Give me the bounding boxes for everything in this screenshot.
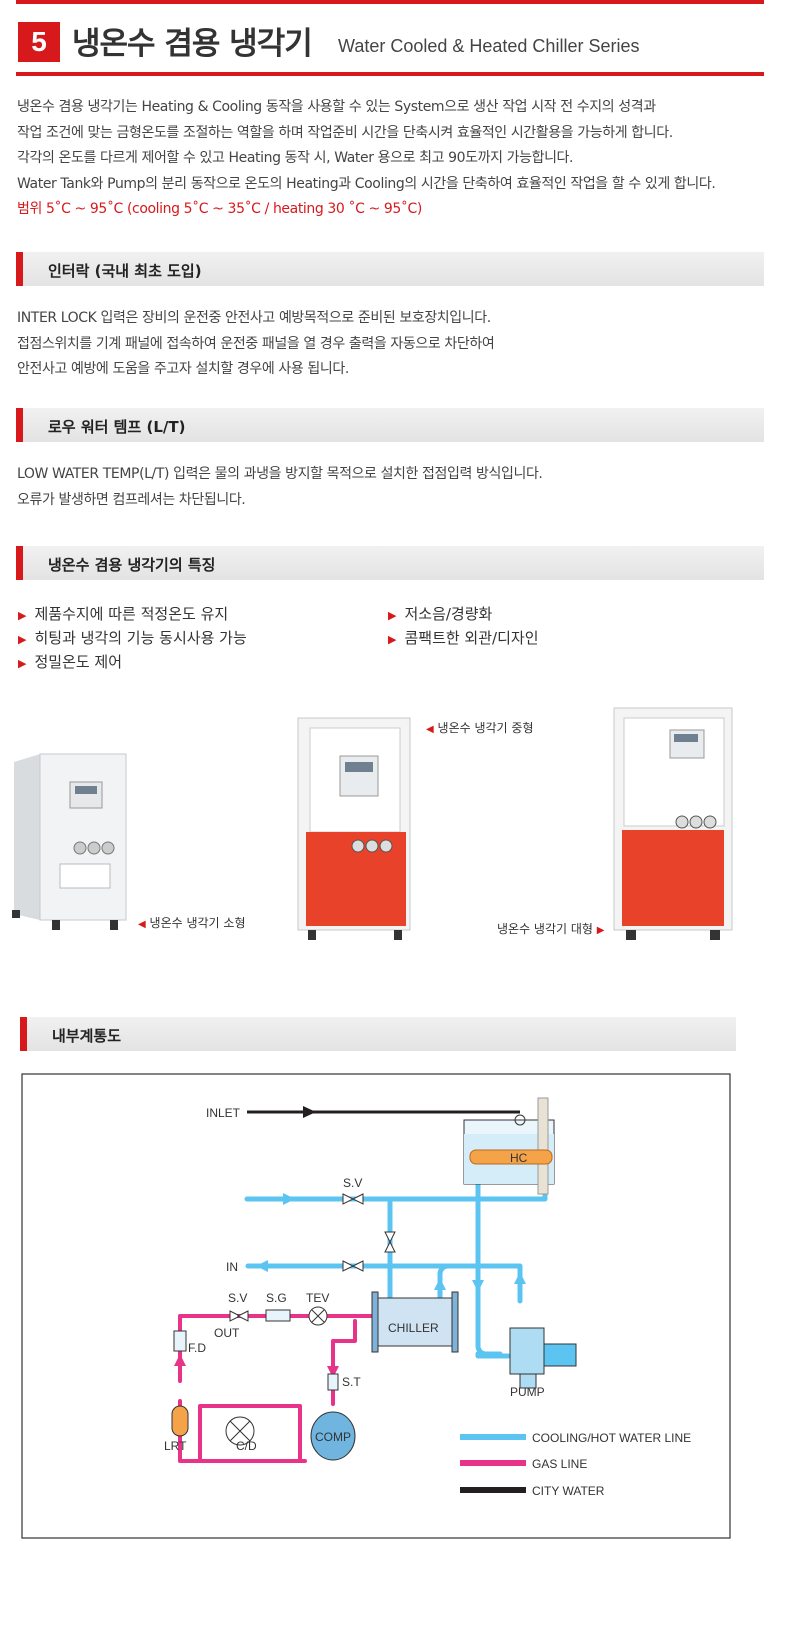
arrow-left-icon: ◀ <box>138 919 146 930</box>
feature-item: ▶ 제품수지에 따른 적정온도 유지 <box>18 603 228 624</box>
arrow-left-icon: ◀ <box>426 724 434 735</box>
page-title: 냉온수 겸용 냉각기 <box>72 26 313 62</box>
header-bottom-rule <box>16 72 764 76</box>
bullet-triangle-icon: ▶ <box>388 633 397 646</box>
label-comp: COMP <box>315 1430 351 1444</box>
label-lrt: LRT <box>164 1439 187 1453</box>
intro-line: Water Tank와 Pump의 분리 동작으로 온도의 Heating과 C… <box>17 175 716 192</box>
legend-label: GAS LINE <box>532 1457 587 1471</box>
low-water-line: 오류가 발생하면 컴프레셔는 차단됩니다. <box>17 491 246 508</box>
section-title: 냉온수 겸용 냉각기의 특징 <box>48 556 216 574</box>
low-water-line: LOW WATER TEMP(L/T) 입력은 물의 과냉을 방지할 목적으로 … <box>17 466 543 482</box>
interlock-line: 접점스위치를 기계 패널에 접속하여 운전중 패널을 열 경우 출력을 자동으로… <box>17 335 495 352</box>
section-title: 내부계통도 <box>52 1027 122 1045</box>
caption-small: ◀ 냉온수 냉각기 소형 <box>138 914 245 931</box>
bullet-triangle-icon: ▶ <box>388 609 397 622</box>
bullet-triangle-icon: ▶ <box>18 609 27 622</box>
section-title: 로우 워터 템프 (L/T) <box>48 418 186 436</box>
intro-line: 냉온수 겸용 냉각기는 Heating & Cooling 동작을 사용할 수 … <box>17 99 656 115</box>
section-header-interlock: 인터락 (국내 최초 도입) <box>16 252 764 286</box>
legend-label: COOLING/HOT WATER LINE <box>532 1431 691 1445</box>
feature-label: 제품수지에 따른 적정온도 유지 <box>34 605 229 623</box>
section-accent-bar <box>20 1017 27 1051</box>
product-photos <box>12 707 733 940</box>
section-header-features: 냉온수 겸용 냉각기의 특징 <box>16 546 764 580</box>
section-number: 5 <box>18 22 60 62</box>
section-accent-bar <box>16 408 23 442</box>
system-diagram: INLET IN OUT S.V S.V S.G TEV HC CHILLER … <box>21 1073 731 1539</box>
label-chiller: CHILLER <box>388 1321 439 1335</box>
label-sv-left: S.V <box>228 1291 247 1305</box>
label-inlet: INLET <box>206 1106 241 1120</box>
label-pump: PUMP <box>510 1385 545 1399</box>
temperature-range: 범위 5˚C ~ 95˚C (cooling 5˚C ~ 35˚C / heat… <box>17 201 422 217</box>
feature-label: 저소음/경량화 <box>404 605 493 623</box>
label-tev: TEV <box>306 1291 329 1305</box>
label-sg: S.G <box>266 1291 287 1305</box>
feature-label: 정밀온도 제어 <box>34 653 123 671</box>
section-accent-bar <box>16 252 23 286</box>
caption-text: 냉온수 냉각기 소형 <box>149 916 246 930</box>
caption-large: 냉온수 냉각기 대형 ▶ <box>497 920 604 937</box>
label-sv-top: S.V <box>343 1176 362 1190</box>
page-subtitle: Water Cooled & Heated Chiller Series <box>338 36 640 56</box>
intro-line: 작업 조건에 맞는 금형온도를 조절하는 역할을 하며 작업준비 시간을 단축시… <box>17 124 673 141</box>
feature-item: ▶ 저소음/경량화 <box>388 603 492 624</box>
section-accent-bar <box>16 546 23 580</box>
arrow-right-icon: ▶ <box>596 925 605 936</box>
low-water-paragraph: LOW WATER TEMP(L/T) 입력은 물의 과냉을 방지할 목적으로 … <box>17 462 543 513</box>
bullet-triangle-icon: ▶ <box>18 633 27 646</box>
chiller-small-image <box>12 753 127 930</box>
feature-label: 히팅과 냉각의 기능 동시사용 가능 <box>34 629 247 647</box>
feature-item: ▶ 정밀온도 제어 <box>18 651 122 672</box>
feature-item: ▶ 콤팩트한 외관/디자인 <box>388 627 539 648</box>
caption-text: 냉온수 냉각기 중형 <box>437 721 534 735</box>
label-st: S.T <box>342 1375 361 1389</box>
label-in: IN <box>226 1260 238 1274</box>
caption-medium: ◀ 냉온수 냉각기 중형 <box>426 719 533 736</box>
label-out: OUT <box>214 1326 240 1340</box>
section-title: 인터락 (국내 최초 도입) <box>48 262 202 280</box>
legend-label: CITY WATER <box>532 1484 605 1498</box>
header-top-rule <box>16 0 764 4</box>
feature-label: 콤팩트한 외관/디자인 <box>404 629 539 647</box>
bullet-triangle-icon: ▶ <box>18 657 27 670</box>
interlock-line: 안전사고 예방에 도움을 주고자 설치할 경우에 사용 됩니다. <box>17 361 349 377</box>
label-fd: F.D <box>188 1341 206 1355</box>
chiller-large-image <box>613 707 733 940</box>
feature-item: ▶ 히팅과 냉각의 기능 동시사용 가능 <box>18 627 247 648</box>
section-header-diagram: 내부계통도 <box>20 1017 736 1051</box>
chiller-medium-image <box>297 717 411 940</box>
interlock-line: INTER LOCK 입력은 장비의 운전중 안전사고 예방목적으로 준비된 보… <box>17 310 491 326</box>
intro-paragraph: 냉온수 겸용 냉각기는 Heating & Cooling 동작을 사용할 수 … <box>17 95 716 223</box>
section-header-low-water: 로우 워터 템프 (L/T) <box>16 408 764 442</box>
interlock-paragraph: INTER LOCK 입력은 장비의 운전중 안전사고 예방목적으로 준비된 보… <box>17 306 495 383</box>
intro-line: 각각의 온도를 다르게 제어할 수 있고 Heating 동작 시, Water… <box>17 150 574 166</box>
caption-text: 냉온수 냉각기 대형 <box>497 922 593 936</box>
label-hc: HC <box>510 1151 528 1165</box>
label-cd: C/D <box>236 1439 257 1453</box>
